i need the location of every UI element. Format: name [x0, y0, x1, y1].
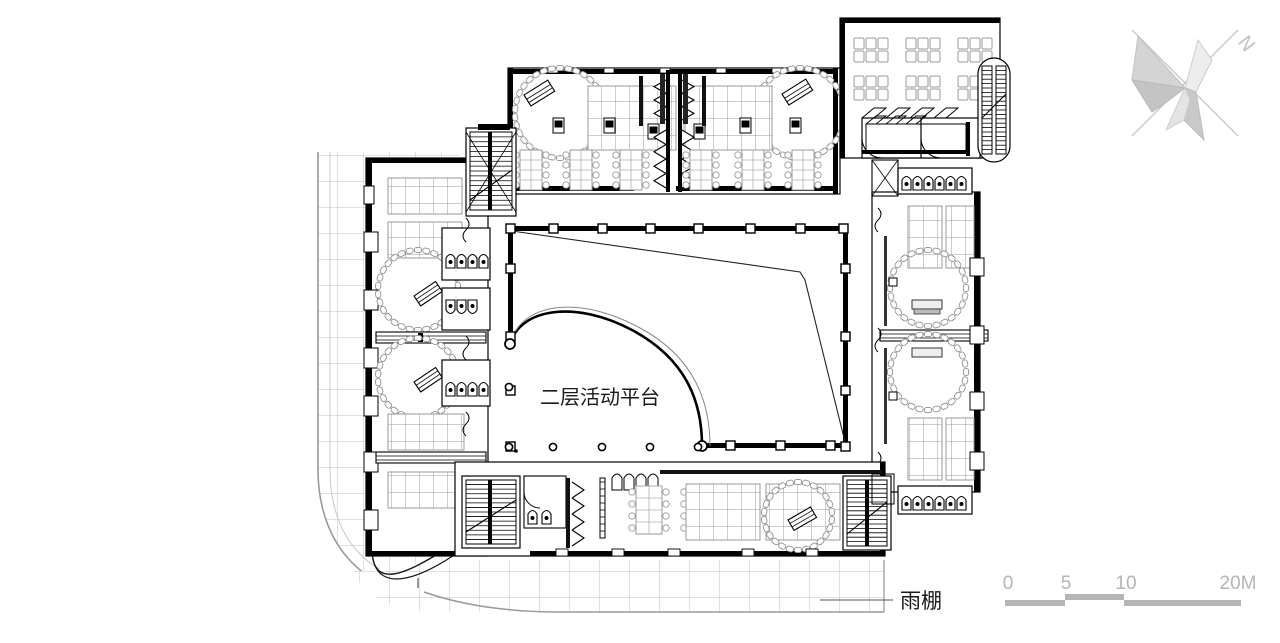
stair-core-northeast — [977, 57, 1011, 163]
platform-label-text: 二层活动平台 — [540, 385, 660, 409]
scale-segment-5-10 — [1065, 594, 1124, 600]
south-paved-strip — [352, 560, 885, 613]
toilet-block-w3 — [441, 359, 491, 407]
scale-tick-20m: 20M — [1220, 573, 1257, 594]
scale-tick-10: 10 — [1115, 573, 1136, 594]
connector-ne — [862, 115, 970, 156]
scale-tick-0: 0 — [1003, 573, 1014, 594]
desk-cluster-group-n1 — [512, 149, 650, 191]
north-wing — [507, 64, 848, 195]
courtyard-activity-platform — [504, 223, 851, 453]
compass-point-w — [1130, 79, 1187, 113]
label-activity-platform: 二层活动平台 — [540, 385, 660, 409]
north-arrow: N — [1130, 29, 1259, 142]
service-core-west — [441, 124, 517, 437]
scale-segment-0-5 — [1005, 600, 1065, 606]
south-wing — [454, 461, 886, 557]
east-wing — [871, 191, 989, 493]
label-canopy: 雨棚 — [820, 589, 942, 613]
toilet-block-w1 — [441, 227, 491, 281]
toilet-block-w2 — [441, 287, 491, 331]
compass-point-sw — [1164, 86, 1191, 132]
scale-tick-5: 5 — [1061, 573, 1072, 594]
stair-core-southwest — [461, 475, 521, 549]
canopy-label-text: 雨棚 — [900, 589, 942, 613]
stair-core-northwest — [465, 124, 517, 217]
scale-segment-10-20 — [1124, 600, 1241, 606]
northeast-lecture-block — [839, 17, 1011, 163]
toilet-block-e1 — [897, 167, 973, 195]
toilet-block-e2 — [897, 485, 973, 515]
scale-bar: 0 5 10 20M — [1003, 573, 1257, 606]
stair-core-southeast — [842, 475, 892, 551]
wall-fragments — [871, 159, 899, 505]
